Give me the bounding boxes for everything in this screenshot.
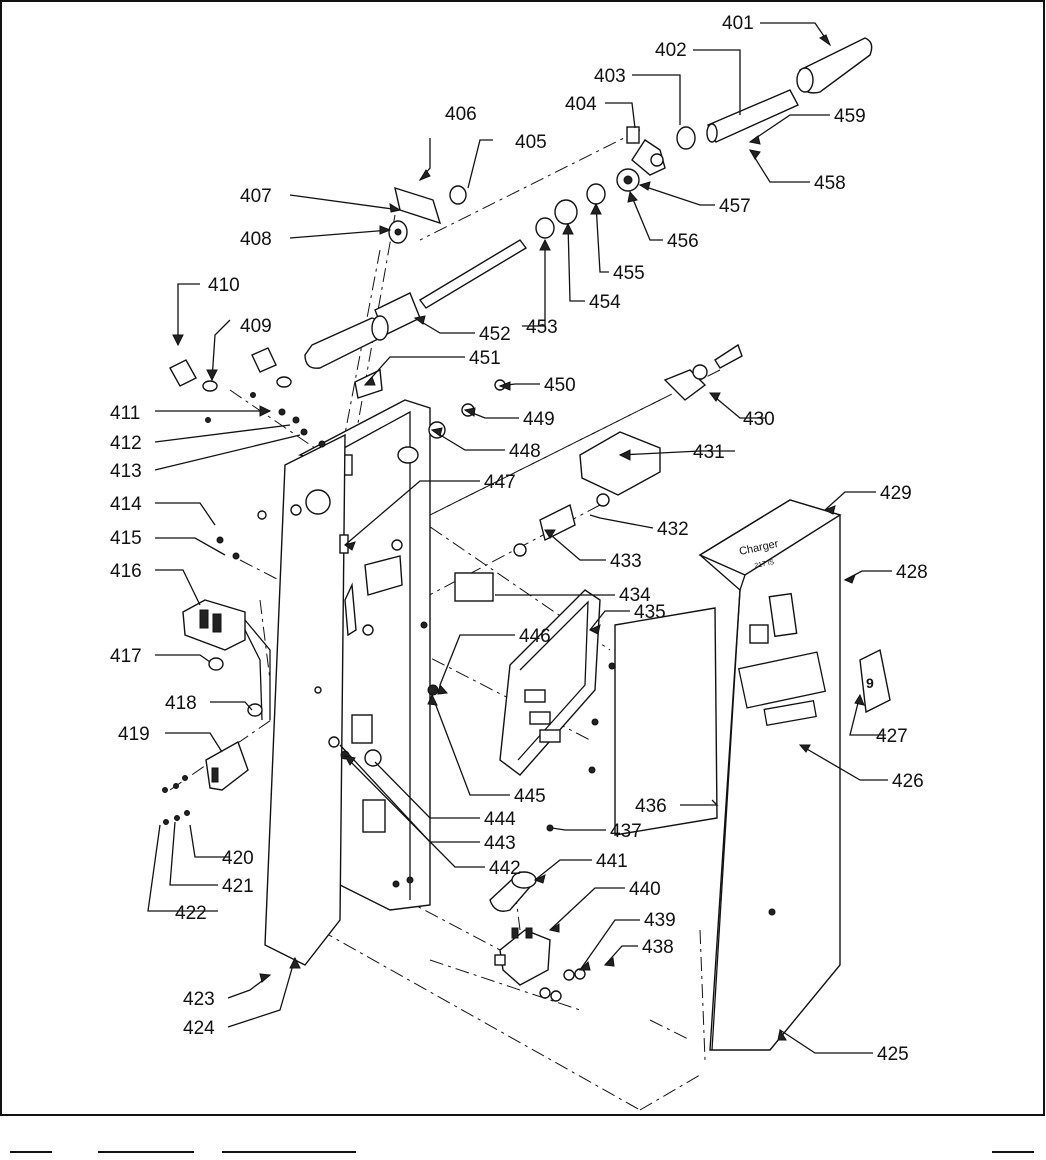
pedestal-model: 217 iS <box>754 559 775 570</box>
label-450: 450 <box>544 375 576 396</box>
label-421: 421 <box>222 876 254 897</box>
label-446: 446 <box>519 626 551 647</box>
label-411: 411 <box>110 403 140 424</box>
label-453: 453 <box>526 317 558 338</box>
label-447: 447 <box>484 472 516 493</box>
label-457: 457 <box>719 196 751 217</box>
label-430: 430 <box>743 409 775 430</box>
leader-lines <box>147 22 892 1054</box>
label-444: 444 <box>484 809 516 830</box>
label-419: 419 <box>118 724 150 745</box>
label-413: 413 <box>110 461 142 482</box>
label-405: 405 <box>515 132 547 153</box>
label-456: 456 <box>667 231 699 252</box>
part-labels: 401 402 403 404 405 406 407 408 409 410 … <box>110 13 928 1065</box>
label-443: 443 <box>484 833 516 854</box>
label-417: 417 <box>110 646 142 667</box>
label-422: 422 <box>175 903 207 924</box>
label-454: 454 <box>589 292 621 313</box>
label-425: 425 <box>877 1044 909 1065</box>
label-459: 459 <box>834 106 866 127</box>
diagram-border <box>0 0 1045 1116</box>
label-424: 424 <box>183 1018 215 1039</box>
bottom-components <box>489 871 586 1002</box>
label-435: 435 <box>634 602 666 623</box>
label-436: 436 <box>635 796 667 817</box>
label-431: 431 <box>693 442 725 463</box>
label-455: 455 <box>613 263 645 284</box>
label-415: 415 <box>110 528 142 549</box>
label-401: 401 <box>722 13 754 34</box>
label-458: 458 <box>814 173 846 194</box>
label-412: 412 <box>110 433 142 454</box>
label-406: 406 <box>445 104 477 125</box>
arrowheads <box>172 34 865 1041</box>
label-438: 438 <box>642 937 674 958</box>
label-408: 408 <box>240 229 272 250</box>
middle-components <box>328 534 428 888</box>
label-449: 449 <box>523 409 555 430</box>
label-407: 407 <box>240 186 272 207</box>
label-445: 445 <box>514 786 546 807</box>
left-components <box>162 504 302 825</box>
label-403: 403 <box>594 66 626 87</box>
digit-display-text: 9 <box>866 675 874 691</box>
label-426: 426 <box>892 771 924 792</box>
circuit-board <box>427 589 616 832</box>
label-420: 420 <box>222 848 254 869</box>
label-409: 409 <box>240 316 272 337</box>
handle-assembly <box>304 37 873 399</box>
label-434: 434 <box>619 585 651 606</box>
label-432: 432 <box>657 519 689 540</box>
label-439: 439 <box>644 910 676 931</box>
label-427: 427 <box>876 726 908 747</box>
label-442: 442 <box>489 858 521 879</box>
label-416: 416 <box>110 561 142 582</box>
label-441: 441 <box>596 851 628 872</box>
fasteners-upper <box>169 347 326 448</box>
label-404: 404 <box>565 94 597 115</box>
label-418: 418 <box>165 693 197 714</box>
label-410: 410 <box>208 275 240 296</box>
front-cover-panel <box>264 433 346 966</box>
label-451: 451 <box>469 348 501 369</box>
right-upper-components <box>428 343 743 602</box>
label-414: 414 <box>110 494 142 515</box>
label-433: 433 <box>610 551 642 572</box>
label-448: 448 <box>509 441 541 462</box>
label-437: 437 <box>610 821 642 842</box>
label-440: 440 <box>629 879 661 900</box>
label-429: 429 <box>880 483 912 504</box>
label-428: 428 <box>896 562 928 583</box>
insulator-sheet <box>614 607 718 836</box>
label-423: 423 <box>183 989 215 1010</box>
charger-pedestal: Charger 217 iS 9 <box>698 499 891 1051</box>
label-402: 402 <box>655 40 687 61</box>
label-452: 452 <box>479 324 511 345</box>
